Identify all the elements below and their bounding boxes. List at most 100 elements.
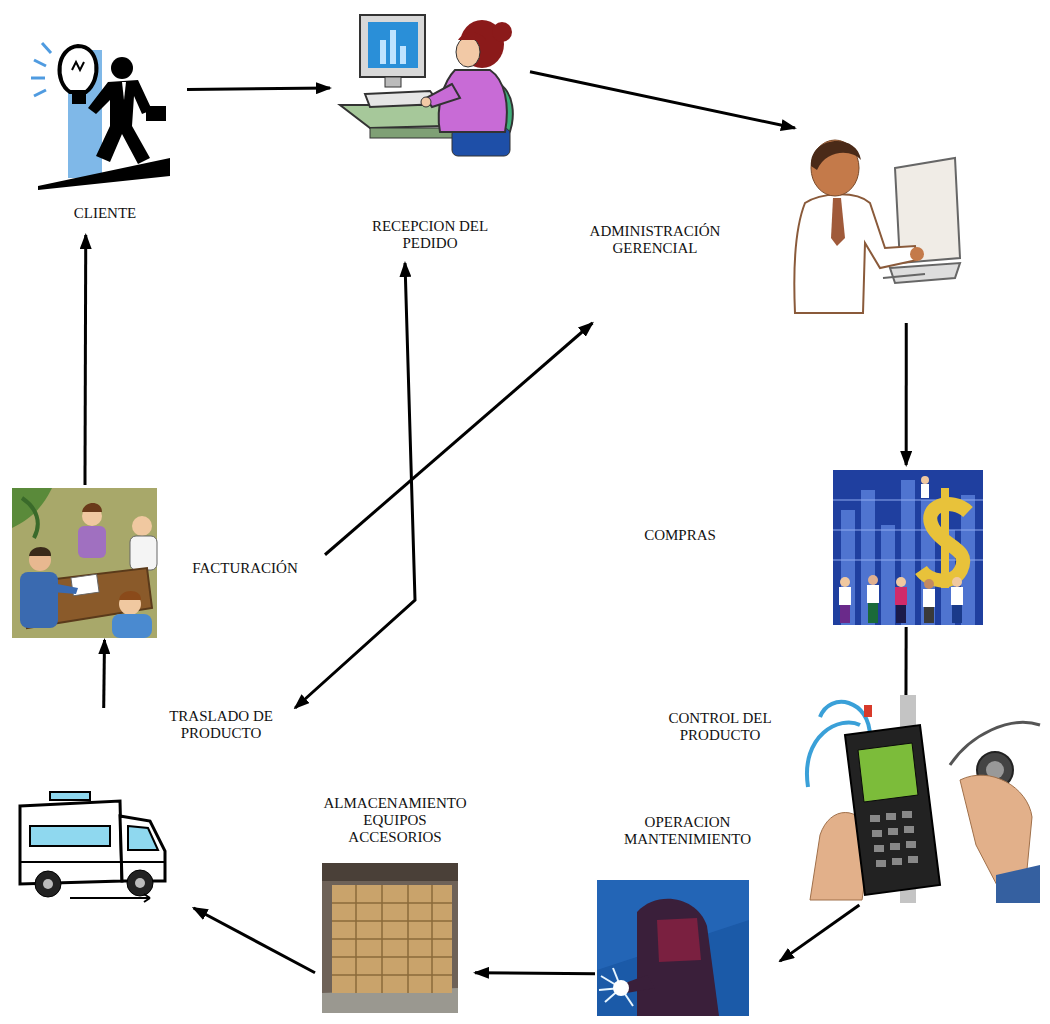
illustration-part bbox=[864, 705, 872, 717]
illustration-part bbox=[839, 575, 963, 623]
illustration-part bbox=[870, 815, 880, 822]
illustration-part bbox=[122, 82, 126, 100]
station-label: TRASLADO DE PRODUCTO bbox=[156, 708, 286, 742]
illustration-part bbox=[840, 605, 850, 623]
illustration-part bbox=[72, 92, 86, 104]
flow-arrow bbox=[530, 72, 795, 128]
illustration-part bbox=[874, 845, 884, 852]
label-slot: ADMINISTRACIÓN GERENCIAL bbox=[560, 223, 750, 257]
illustration-part bbox=[128, 826, 158, 850]
station-label: OPERACION MANTENIMIENTO bbox=[624, 814, 751, 848]
station-illustration bbox=[800, 695, 1043, 903]
station-node: CLIENTE bbox=[25, 25, 187, 235]
illustration-part bbox=[322, 863, 458, 881]
label-slot: COMPRAS bbox=[620, 527, 740, 544]
station-label: FACTURACIÓN bbox=[170, 560, 320, 577]
illustration-part bbox=[921, 476, 929, 484]
flow-arrow bbox=[904, 627, 907, 695]
illustration-part bbox=[794, 194, 917, 313]
flow-arrow bbox=[83, 235, 87, 485]
station-illustration bbox=[12, 488, 157, 638]
illustration-part bbox=[833, 470, 983, 625]
station-illustration bbox=[10, 766, 170, 906]
illustration-part bbox=[870, 811, 918, 867]
illustration-part bbox=[322, 863, 458, 1013]
illustration-part bbox=[35, 871, 61, 897]
illustration-part bbox=[896, 605, 906, 623]
flow-arrow bbox=[780, 905, 859, 961]
illustration-part bbox=[332, 956, 452, 958]
illustration-part bbox=[70, 897, 150, 899]
illustration-part bbox=[868, 575, 878, 585]
flow-arrow bbox=[187, 88, 330, 89]
label-slot: FACTURACIÓN bbox=[170, 560, 320, 577]
illustration-part bbox=[599, 968, 633, 1006]
illustration-part bbox=[119, 591, 141, 600]
illustration-part bbox=[52, 583, 78, 594]
station-illustration bbox=[30, 30, 175, 190]
illustration-part bbox=[845, 725, 940, 895]
illustration-part bbox=[841, 480, 975, 625]
station-node: CONTROL DEL PRODUCTO bbox=[650, 695, 1045, 905]
flow-arrow bbox=[194, 908, 315, 973]
illustration-part bbox=[29, 547, 51, 556]
illustration-part bbox=[72, 62, 84, 70]
illustration-part bbox=[890, 263, 960, 283]
illustration-part bbox=[368, 22, 418, 68]
illustration-part bbox=[332, 920, 452, 922]
illustration-part bbox=[22, 498, 38, 538]
illustration-part bbox=[906, 841, 916, 848]
illustration-part bbox=[890, 843, 900, 850]
illustration-part bbox=[996, 865, 1040, 903]
illustration-part bbox=[130, 536, 157, 570]
illustration-part bbox=[332, 974, 452, 976]
illustration-part bbox=[597, 880, 749, 1016]
illustration-part bbox=[400, 46, 406, 64]
illustration-part bbox=[332, 938, 452, 940]
illustration-part bbox=[952, 577, 962, 587]
label-slot: OPERACION MANTENIMIENTO bbox=[595, 814, 780, 848]
illustration-part bbox=[458, 33, 486, 41]
label-slot: ALMACENAMIENTO EQUIPOS ACCESORIOS bbox=[315, 795, 475, 846]
illustration-part bbox=[833, 530, 983, 531]
illustration-part bbox=[881, 525, 895, 625]
station-label: RECEPCION DEL PEDIDO bbox=[350, 218, 510, 252]
station-illustration bbox=[597, 880, 749, 1016]
station-illustration bbox=[785, 128, 963, 320]
illustration-part bbox=[456, 37, 480, 67]
illustration-part bbox=[34, 60, 46, 66]
illustration-part bbox=[43, 879, 53, 889]
illustration-part bbox=[951, 587, 963, 605]
illustration-part bbox=[924, 579, 934, 589]
station-node: RECEPCION DEL PEDIDO bbox=[330, 8, 530, 263]
illustration-part bbox=[144, 894, 150, 902]
illustration-part bbox=[867, 585, 879, 603]
illustration-part bbox=[872, 830, 882, 837]
illustration-part bbox=[831, 198, 845, 246]
illustration-part bbox=[637, 899, 719, 1016]
label-slot: TRASLADO DE PRODUCTO bbox=[156, 708, 286, 742]
illustration-part bbox=[332, 885, 452, 993]
station-node: OPERACION MANTENIMIENTO bbox=[595, 812, 780, 1022]
illustration-part bbox=[431, 885, 433, 993]
illustration-part bbox=[332, 885, 452, 993]
illustration-part bbox=[88, 80, 152, 164]
illustration-part bbox=[50, 792, 90, 800]
illustration-part bbox=[20, 572, 58, 628]
illustration-part bbox=[840, 577, 850, 587]
illustration-part bbox=[146, 106, 166, 121]
illustration-part bbox=[111, 57, 133, 79]
illustration-part bbox=[841, 510, 855, 625]
illustration-part bbox=[839, 587, 851, 605]
station-label: CLIENTE bbox=[25, 205, 185, 222]
illustration-part bbox=[613, 980, 629, 996]
illustration-part bbox=[923, 589, 935, 607]
station-node: COMPRAS bbox=[620, 465, 985, 627]
label-slot: RECEPCION DEL PEDIDO bbox=[350, 218, 510, 252]
label-slot: CONTROL DEL PRODUCTO bbox=[650, 710, 790, 744]
illustration-part bbox=[868, 603, 878, 623]
illustration-part bbox=[896, 577, 906, 587]
station-node: TRASLADO DE PRODUCTO bbox=[8, 708, 298, 908]
illustration-part bbox=[883, 274, 925, 278]
station-node: ALMACENAMIENTO EQUIPOS ACCESORIOS bbox=[315, 795, 475, 1020]
